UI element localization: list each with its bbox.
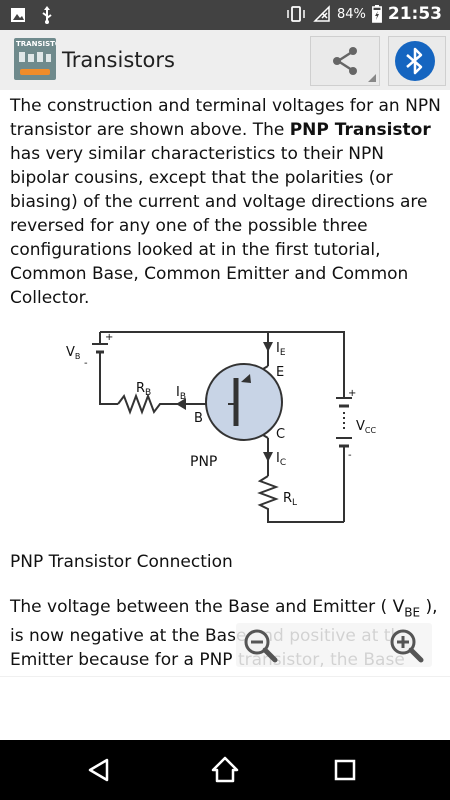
status-bar: 84% 21:53 xyxy=(0,0,450,30)
article-content[interactable]: The construction and terminal voltages f… xyxy=(0,90,450,676)
app-bar: TRANSISTORS Transistors xyxy=(0,30,450,91)
rb-label: RB xyxy=(136,381,151,398)
recents-icon xyxy=(334,759,356,781)
pnp-circuit-diagram: + - VB RB IB B IE E C IC PNP RL VCC + - xyxy=(66,331,376,523)
status-time: 21:53 xyxy=(387,4,442,24)
zoom-out-icon xyxy=(244,629,278,663)
zoom-in-icon xyxy=(390,629,424,663)
vb-plus: + xyxy=(105,332,113,343)
vb-minus: - xyxy=(84,358,88,369)
home-button[interactable] xyxy=(207,752,243,788)
usb-icon xyxy=(42,6,52,24)
vcc-plus: + xyxy=(348,388,356,399)
bottom-spacer xyxy=(0,676,450,741)
collector-label: C xyxy=(276,427,285,442)
vb-label: VB xyxy=(66,345,80,361)
zoom-out-button[interactable] xyxy=(240,625,280,665)
zoom-in-button[interactable] xyxy=(386,625,426,665)
rl-label: RL xyxy=(283,491,297,508)
emitter-label: E xyxy=(276,365,284,380)
battery-percent: 84% xyxy=(336,6,366,22)
home-icon xyxy=(211,756,239,783)
bluetooth-icon xyxy=(406,47,423,75)
app-logo-label: TRANSISTORS xyxy=(16,40,56,48)
share-icon xyxy=(333,47,357,75)
bluetooth-button[interactable] xyxy=(388,36,446,86)
vibrate-icon xyxy=(287,6,305,22)
vcc-label: VCC xyxy=(356,419,376,435)
back-button[interactable] xyxy=(81,752,117,788)
ib-label: IB xyxy=(176,385,186,402)
app-logo: TRANSISTORS xyxy=(14,38,56,80)
recents-button[interactable] xyxy=(327,752,363,788)
app-title: Transistors xyxy=(62,48,175,72)
image-icon xyxy=(11,8,25,22)
ic-label: IC xyxy=(276,451,286,468)
zoom-controls xyxy=(236,623,432,667)
vcc-minus: - xyxy=(348,450,352,461)
back-icon xyxy=(88,758,109,782)
diagram-caption: PNP Transistor Connection xyxy=(10,552,233,572)
base-label: B xyxy=(194,411,203,426)
share-button[interactable] xyxy=(310,36,380,86)
paragraph-intro: The construction and terminal voltages f… xyxy=(10,96,441,308)
battery-charging-icon xyxy=(371,5,382,23)
navigation-bar xyxy=(0,740,450,800)
pnp-label: PNP xyxy=(190,454,217,470)
ie-label: IE xyxy=(276,341,286,358)
no-signal-icon xyxy=(313,5,330,22)
